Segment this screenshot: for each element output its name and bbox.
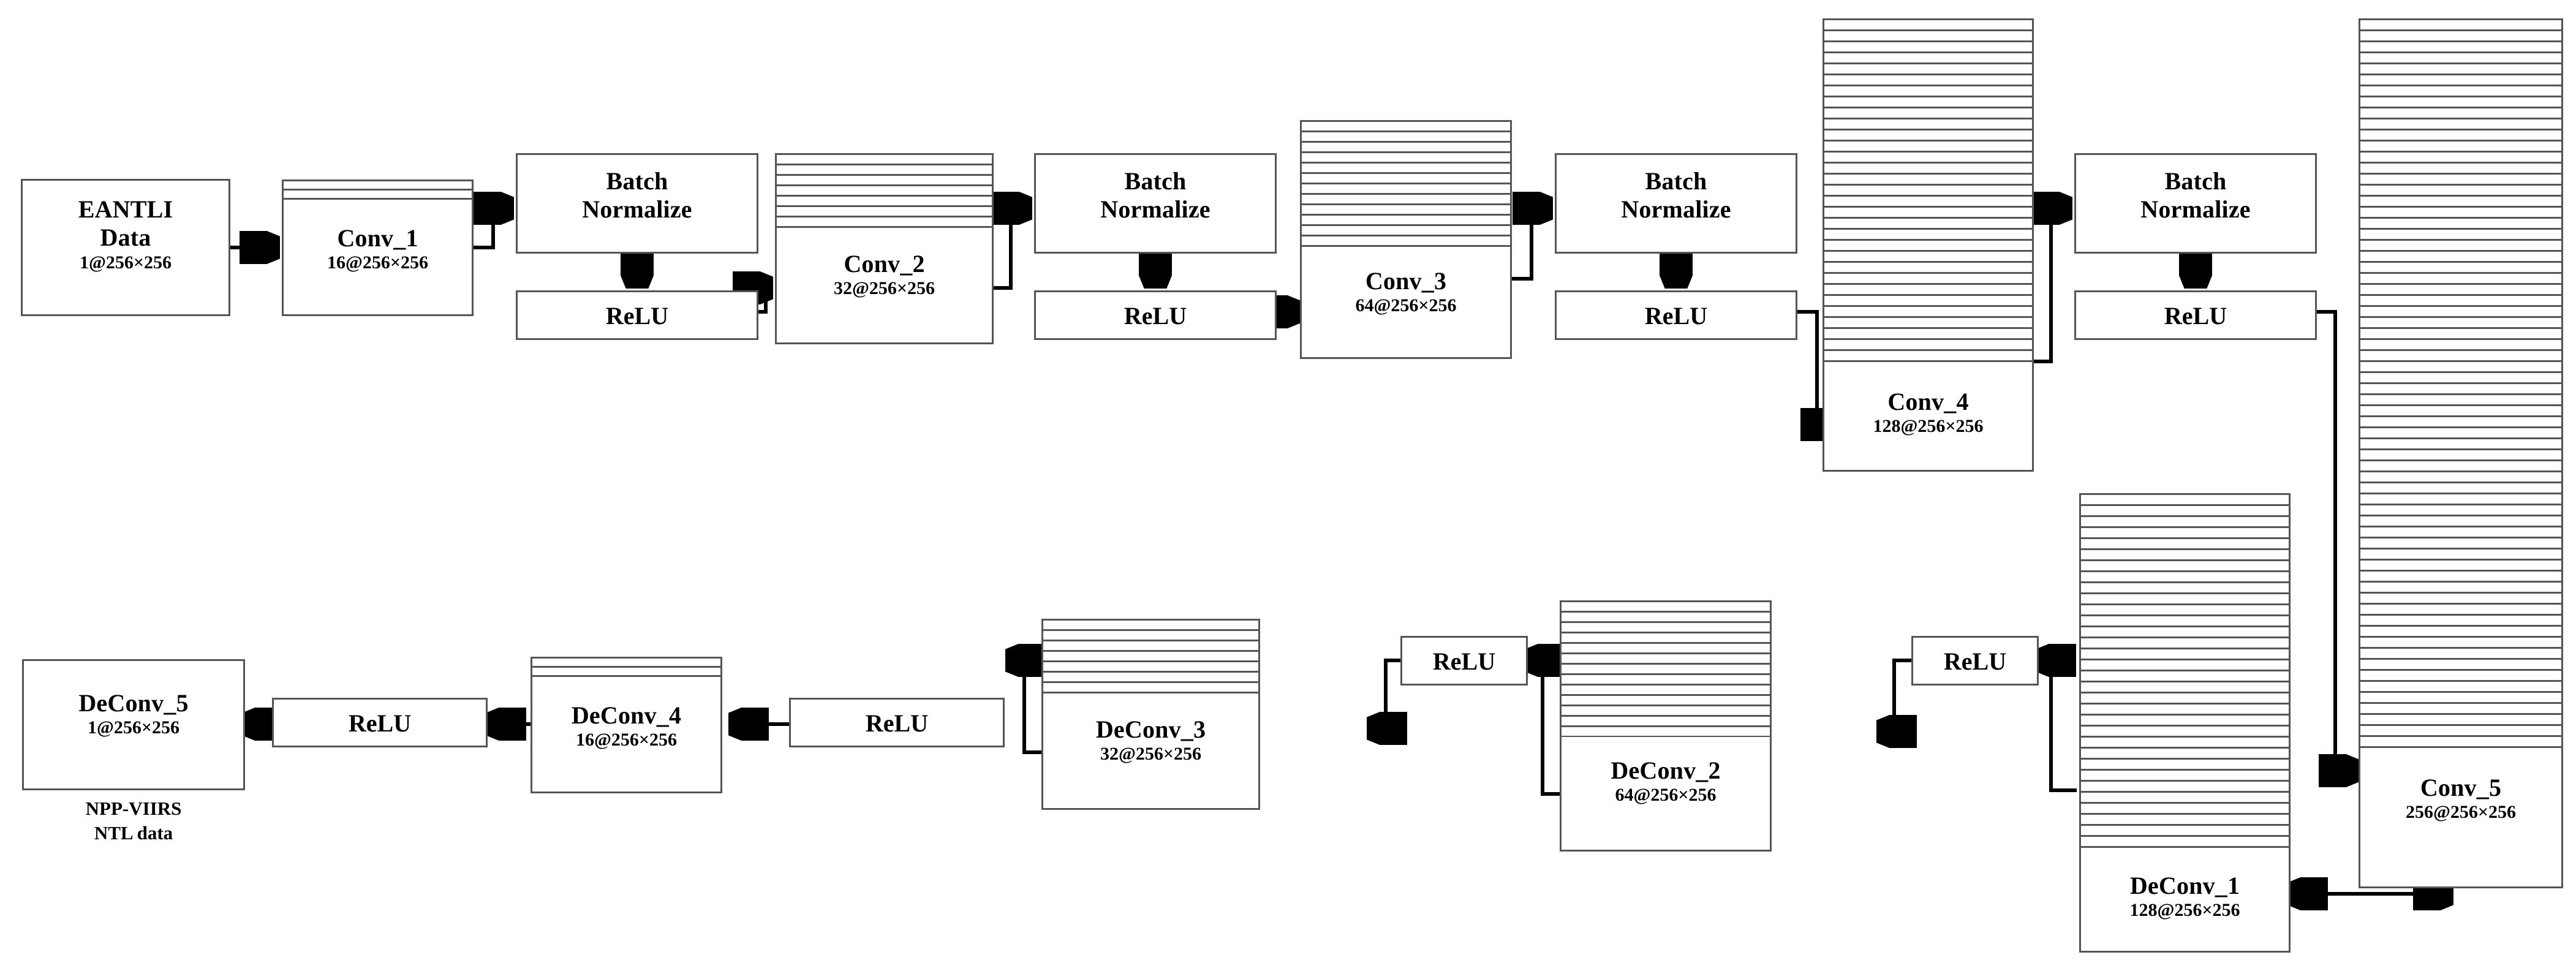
conv-1-stripes (284, 181, 472, 200)
node-deconv-3[interactable]: DeConv_3 32@256×256 (1041, 619, 1260, 810)
conv-4-line1: Conv_4 (1887, 388, 1969, 415)
deconv-1-stripes (2081, 495, 2289, 850)
conv-4-line2: 128@256×256 (1873, 416, 1984, 437)
arrow-conv1-to-bn1 (474, 208, 511, 249)
relu-4-label: ReLU (2164, 302, 2227, 330)
arrow-conv3-to-bn3 (1512, 208, 1550, 281)
relu-1-label: ReLU (605, 302, 669, 330)
relu-3-label: ReLU (1644, 302, 1708, 330)
batchnorm-4-line1: Batch (2164, 167, 2227, 195)
node-deconv-2[interactable]: DeConv_2 64@256×256 (1560, 600, 1772, 852)
deconv-4-stripes (532, 659, 720, 677)
node-conv-1[interactable]: Conv_1 16@256×256 (282, 179, 474, 316)
node-relu-2[interactable]: ReLU (1034, 290, 1277, 340)
node-batchnorm-2[interactable]: Batch Normalize (1034, 153, 1277, 254)
node-relu-3[interactable]: ReLU (1555, 290, 1797, 340)
deconv-1-line2: 128@256×256 (2129, 900, 2240, 921)
relu-7-label: ReLU (865, 709, 929, 737)
arrow-conv2-to-bn2 (994, 208, 1029, 290)
batchnorm-3-line1: Batch (1645, 167, 1707, 195)
output-caption-line2: NTL data (94, 822, 173, 844)
node-deconv-5[interactable]: DeConv_5 1@256×256 (22, 659, 245, 790)
deconv-5-line1: DeConv_5 (78, 689, 189, 717)
node-relu-1[interactable]: ReLU (516, 290, 758, 340)
output-caption-line1: NPP-VIIRS (85, 798, 182, 819)
arrow-conv4-to-bn4 (2034, 208, 2069, 363)
conv-3-line1: Conv_3 (1365, 267, 1447, 295)
conv-1-line1: Conv_1 (337, 224, 418, 252)
node-relu-5[interactable]: ReLU (1911, 636, 2039, 686)
node-deconv-1[interactable]: DeConv_1 128@256×256 (2079, 493, 2291, 953)
arrow-relu4-to-conv5 (2317, 310, 2356, 771)
arrow-deconv3-to-relu7 (1008, 660, 1041, 754)
node-relu-7[interactable]: ReLU (789, 698, 1005, 747)
deconv-1-line1: DeConv_1 (2129, 872, 2240, 899)
relu-8-label: ReLU (348, 709, 412, 737)
batchnorm-1-line1: Batch (606, 167, 668, 195)
node-input-data[interactable]: EANTLI Data 1@256×256 (21, 179, 230, 316)
node-relu-8[interactable]: ReLU (272, 698, 488, 747)
conv-2-line1: Conv_2 (844, 250, 925, 278)
output-data-caption: NPP-VIIRS NTL data (22, 796, 245, 845)
arrow-relu5-to-deconv2 (1879, 659, 1911, 731)
arrow-relu1-to-conv2 (758, 288, 770, 314)
deconv-3-line1: DeConv_3 (1095, 716, 1206, 743)
conv-3-stripes (1302, 122, 1510, 247)
deconv-2-stripes (1562, 602, 1770, 737)
conv-5-line2: 256@256×256 (2406, 802, 2516, 823)
node-batchnorm-1[interactable]: Batch Normalize (516, 153, 758, 254)
batchnorm-4-line2: Normalize (2140, 195, 2251, 224)
input-data-line3: 1@256×256 (80, 252, 172, 273)
arrow-conv5-to-deconv1-main (2291, 888, 2452, 894)
deconv-5-line2: 1@256×256 (88, 717, 179, 738)
conv-2-line2: 32@256×256 (834, 278, 935, 299)
conv-5-stripes (2360, 20, 2561, 749)
conv-2-stripes (777, 155, 992, 229)
node-relu-6[interactable]: ReLU (1400, 636, 1528, 686)
batchnorm-2-line2: Normalize (1100, 195, 1211, 224)
deconv-4-line2: 16@256×256 (576, 730, 677, 750)
conv-4-stripes (1824, 20, 2032, 363)
arrow-deconv2-to-relu6 (1528, 660, 1560, 796)
node-conv-3[interactable]: Conv_3 64@256×256 (1300, 120, 1512, 359)
arrow-deconv1-to-relu5 (2039, 660, 2077, 792)
relu-2-label: ReLU (1124, 302, 1187, 330)
node-conv-5[interactable]: Conv_5 256@256×256 (2359, 18, 2563, 888)
conv-5-line1: Conv_5 (2420, 774, 2502, 801)
batchnorm-2-line1: Batch (1124, 167, 1187, 195)
conv-1-line2: 16@256×256 (327, 252, 428, 273)
relu-6-label: ReLU (1432, 648, 1496, 675)
deconv-2-line1: DeConv_2 (1611, 757, 1721, 784)
node-relu-4[interactable]: ReLU (2074, 290, 2317, 340)
node-conv-2[interactable]: Conv_2 32@256×256 (775, 153, 994, 344)
deconv-3-line2: 32@256×256 (1100, 744, 1201, 765)
batchnorm-3-line2: Normalize (1621, 195, 1731, 224)
input-data-line1: EANTLI (78, 195, 173, 223)
node-batchnorm-4[interactable]: Batch Normalize (2074, 153, 2317, 254)
deconv-4-line1: DeConv_4 (571, 701, 682, 729)
batchnorm-1-line2: Normalize (582, 195, 692, 224)
relu-5-label: ReLU (1943, 648, 2007, 675)
node-batchnorm-3[interactable]: Batch Normalize (1555, 153, 1797, 254)
node-deconv-4[interactable]: DeConv_4 16@256×256 (531, 657, 722, 793)
deconv-2-line2: 64@256×256 (1615, 785, 1717, 806)
deconv-3-stripes (1043, 621, 1258, 695)
node-conv-4[interactable]: Conv_4 128@256×256 (1822, 18, 2034, 472)
conv-3-line2: 64@256×256 (1355, 295, 1457, 316)
arrow-relu6-to-deconv3 (1370, 659, 1400, 728)
input-data-line2: Data (100, 224, 151, 252)
